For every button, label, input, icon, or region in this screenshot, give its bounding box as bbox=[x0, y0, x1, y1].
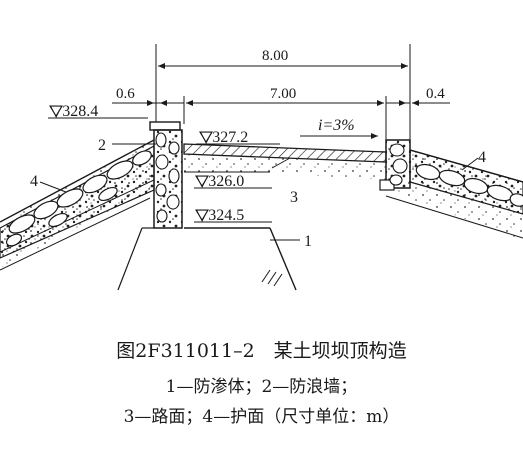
wave-wall-left bbox=[149, 121, 183, 229]
dim-total-width: 8.00 bbox=[262, 48, 288, 64]
callout-four-right: 4 bbox=[478, 149, 486, 166]
figure-legend-line-1: 1—防渗体；2—防浪墙； bbox=[165, 377, 358, 397]
elevation-wall-top: ▽328.4 bbox=[50, 103, 98, 120]
callout-two: 2 bbox=[98, 137, 106, 154]
elevation-core-level: ▽324.5 bbox=[196, 207, 244, 224]
dim-left-wall: 0.6 bbox=[116, 86, 135, 102]
seepage-core bbox=[117, 227, 297, 291]
dim-right-wall: 0.4 bbox=[426, 86, 445, 102]
elevation-markers bbox=[48, 105, 280, 223]
slope-label: i=3% bbox=[318, 117, 355, 134]
figure-legend-line-2: 3—路面；4—护面（尺寸单位：m） bbox=[123, 407, 400, 427]
callout-one: 1 bbox=[304, 233, 312, 250]
elevation-road-surface: ▽327.2 bbox=[200, 129, 248, 146]
dimension-lines bbox=[112, 44, 450, 140]
dam-crest-drawing: 8.00 7.00 0.6 0.4 bbox=[0, 44, 523, 291]
callout-four-left: 4 bbox=[30, 173, 38, 190]
elevation-mid-level: ▽326.0 bbox=[196, 173, 244, 190]
dim-road-width: 7.00 bbox=[270, 86, 296, 102]
callout-three: 3 bbox=[290, 189, 298, 206]
figure-caption-title: 图2F311011–2 某土坝坝顶构造 bbox=[116, 340, 407, 362]
wave-wall-right bbox=[379, 139, 411, 191]
left-embankment bbox=[0, 139, 155, 271]
right-embankment bbox=[385, 149, 523, 240]
